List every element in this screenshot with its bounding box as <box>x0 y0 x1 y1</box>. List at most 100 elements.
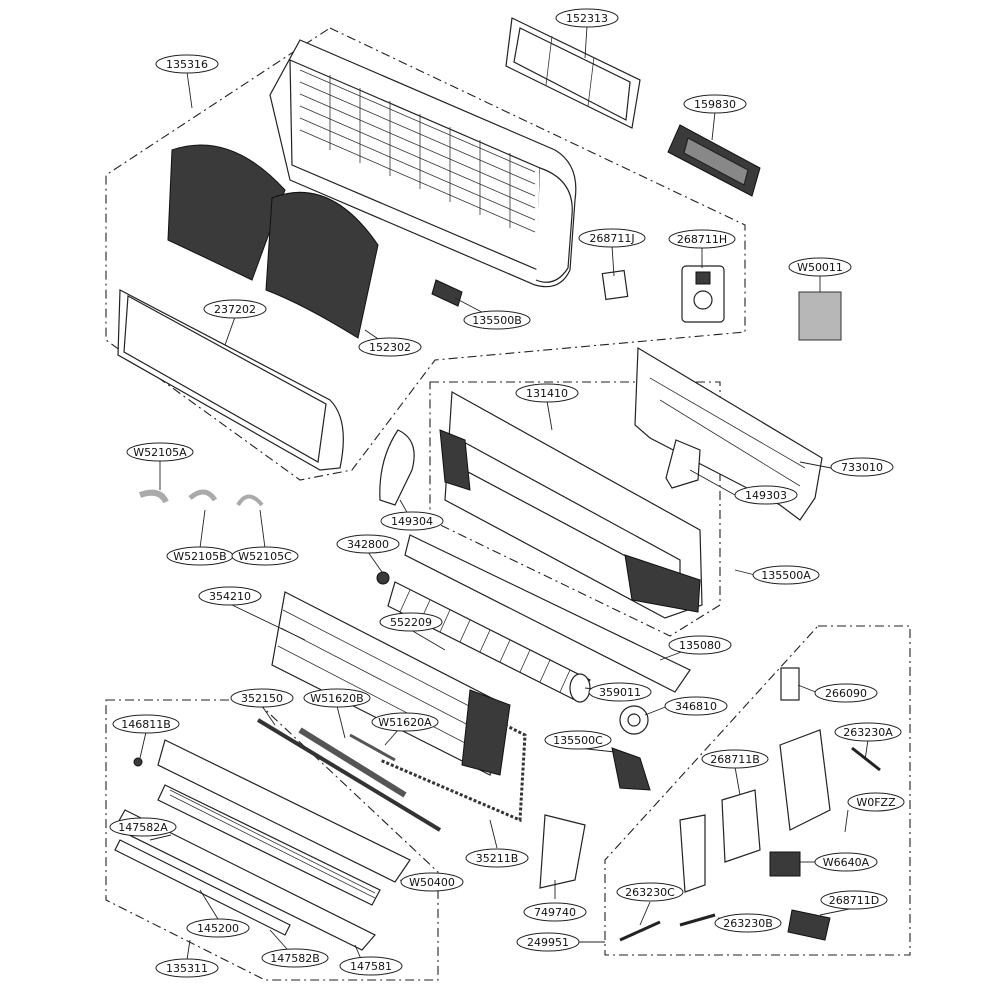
crossflow-fan-part <box>387 581 591 703</box>
svg-text:263230C: 263230C <box>625 886 675 899</box>
label-263230B: 263230B <box>714 913 782 933</box>
svg-text:147581: 147581 <box>350 960 392 973</box>
svg-text:268711J: 268711J <box>589 232 634 245</box>
svg-text:268711D: 268711D <box>829 894 879 907</box>
label-W50400: W50400 <box>400 872 464 892</box>
bearing-342800-part <box>376 571 390 585</box>
board-268711J-part <box>601 269 629 301</box>
svg-text:552209: 552209 <box>390 616 432 629</box>
svg-text:749740: 749740 <box>534 906 576 919</box>
svg-text:268711B: 268711B <box>710 753 760 766</box>
label-W52105A: W52105A <box>126 442 194 462</box>
installation-plate-part <box>634 346 823 521</box>
label-354210: 354210 <box>198 586 262 606</box>
svg-text:354210: 354210 <box>209 590 251 603</box>
svg-text:359011: 359011 <box>599 686 641 699</box>
label-359011: 359011 <box>588 682 652 702</box>
label-135500C: 135500C <box>544 730 612 750</box>
svg-text:145200: 145200 <box>197 922 239 935</box>
svg-text:152313: 152313 <box>566 12 608 25</box>
label-147582B: 147582B <box>261 948 329 968</box>
svg-text:W52105C: W52105C <box>238 550 292 563</box>
label-147582A: 147582A <box>109 817 177 837</box>
svg-text:152302: 152302 <box>369 341 411 354</box>
pipe-W51620A-part <box>349 733 396 762</box>
svg-text:131410: 131410 <box>526 387 568 400</box>
svg-text:135500C: 135500C <box>553 734 603 747</box>
svg-text:W0FZZ: W0FZZ <box>856 796 896 809</box>
svg-text:266090: 266090 <box>825 687 867 700</box>
label-135316: 135316 <box>155 54 219 74</box>
board-268711H-part <box>681 265 725 323</box>
label-266090: 266090 <box>814 683 878 703</box>
label-W50011: W50011 <box>788 257 852 277</box>
svg-text:733010: 733010 <box>841 461 883 474</box>
label-135500B: 135500B <box>463 310 531 330</box>
svg-text:W6640A: W6640A <box>823 856 870 869</box>
filter-part <box>505 17 641 129</box>
label-263230C: 263230C <box>616 882 684 902</box>
svg-text:346810: 346810 <box>675 700 717 713</box>
svg-text:135311: 135311 <box>166 962 208 975</box>
bracket-135500B-part <box>431 279 463 307</box>
pipe-352150-part <box>256 718 442 832</box>
svg-text:352150: 352150 <box>241 692 283 705</box>
svg-text:263230A: 263230A <box>843 726 893 739</box>
chassis-part <box>269 39 577 288</box>
label-149303: 149303 <box>734 485 798 505</box>
label-159830: 159830 <box>683 94 747 114</box>
svg-text:237202: 237202 <box>214 303 256 316</box>
svg-text:146811B: 146811B <box>121 718 171 731</box>
box-W50011-part <box>798 291 842 341</box>
svg-text:263230B: 263230B <box>723 917 773 930</box>
label-W52105C: W52105C <box>231 546 299 566</box>
label-35211B: 35211B <box>465 848 529 868</box>
label-145200: 145200 <box>186 918 250 938</box>
svg-text:35211B: 35211B <box>476 852 519 865</box>
svg-text:W52105A: W52105A <box>133 446 187 459</box>
label-352150: 352150 <box>230 688 294 708</box>
display-panel-part <box>667 124 761 197</box>
label-135311: 135311 <box>155 958 219 978</box>
label-W51620B: W51620B <box>303 688 371 708</box>
label-749740: 749740 <box>523 902 587 922</box>
svg-text:135500A: 135500A <box>761 569 811 582</box>
label-131410: 131410 <box>515 383 579 403</box>
hose-parts <box>139 489 264 507</box>
louver-assembly-part <box>114 739 411 951</box>
label-268711B: 268711B <box>701 749 769 769</box>
label-346810: 346810 <box>664 696 728 716</box>
svg-text:149303: 149303 <box>745 489 787 502</box>
pipe-35211B-part <box>379 723 527 823</box>
air-filters-part <box>167 144 379 339</box>
coil-354210-part <box>271 591 511 776</box>
front-panel-part <box>117 289 344 471</box>
svg-text:149304: 149304 <box>391 515 433 528</box>
svg-text:W51620B: W51620B <box>310 692 363 705</box>
drain-tray-part <box>404 534 691 693</box>
svg-text:268711H: 268711H <box>677 233 727 246</box>
label-146811B: 146811B <box>112 714 180 734</box>
svg-text:342800: 342800 <box>347 538 389 551</box>
label-268711J: 268711J <box>578 228 646 248</box>
svg-text:W50011: W50011 <box>797 261 843 274</box>
svg-text:W50400: W50400 <box>409 876 455 889</box>
label-237202: 237202 <box>203 299 267 319</box>
label-W51620A: W51620A <box>371 712 439 732</box>
label-268711D: 268711D <box>820 890 888 910</box>
part-labels: 135316 152313 159830 268711J 268711H W50… <box>109 8 905 978</box>
bracket-149303-part <box>665 439 701 489</box>
bracket-149304-part <box>379 429 415 506</box>
svg-text:159830: 159830 <box>694 98 736 111</box>
label-W0FZZ: W0FZZ <box>847 792 905 812</box>
label-W52105B: W52105B <box>166 546 234 566</box>
label-249951: 249951 <box>516 932 580 952</box>
label-342800: 342800 <box>336 534 400 554</box>
control-box-parts <box>619 667 881 942</box>
label-152313: 152313 <box>555 8 619 28</box>
svg-text:W51620A: W51620A <box>378 716 432 729</box>
label-135500A: 135500A <box>752 565 820 585</box>
svg-text:249951: 249951 <box>527 936 569 949</box>
svg-text:135500B: 135500B <box>472 314 522 327</box>
